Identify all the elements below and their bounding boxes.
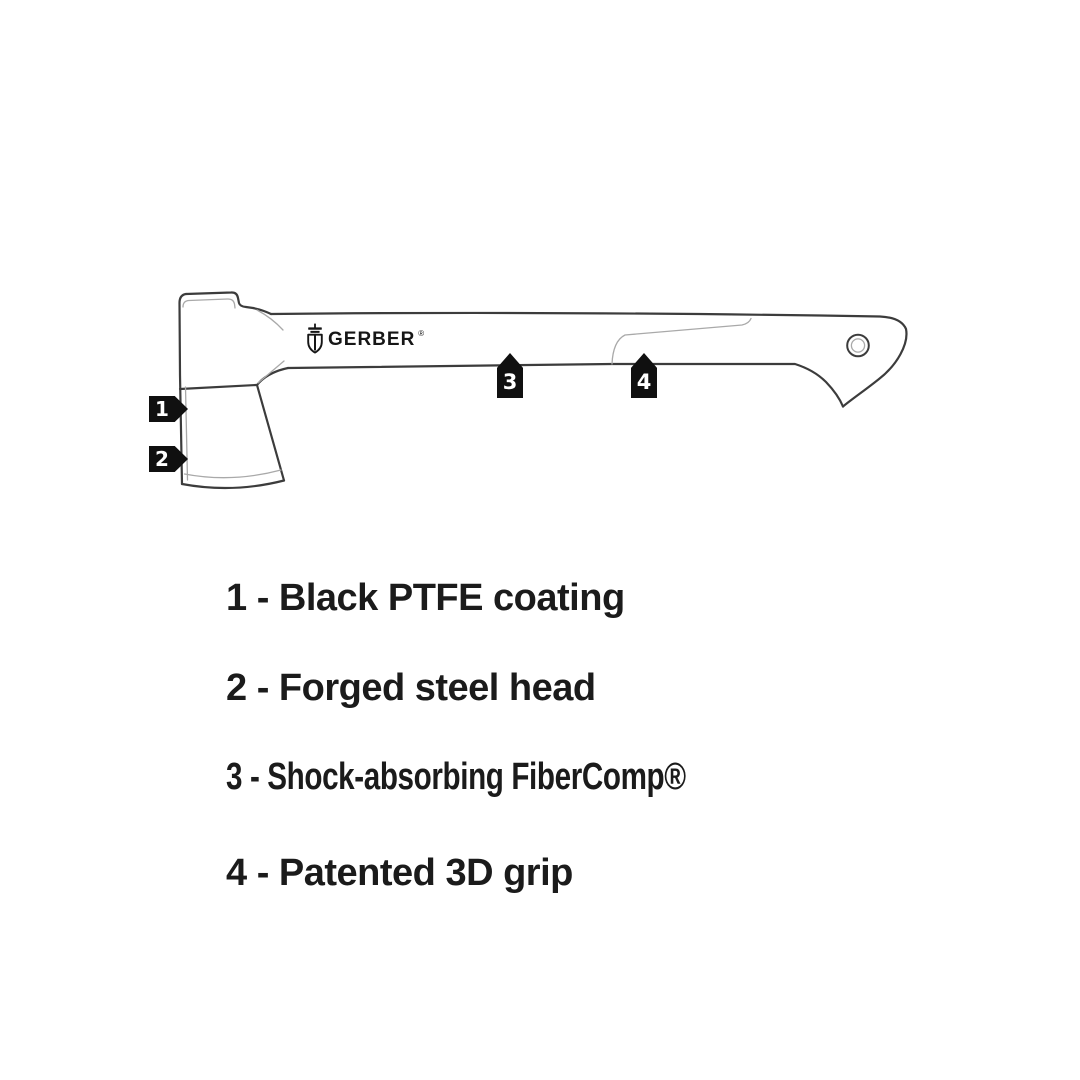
axe-poll-outline [184,291,273,316]
gerber-wordmark: GERBER [328,329,416,350]
lanyard-hole-inner [850,338,866,353]
axe-cutting-edge [180,479,286,490]
blade-inner-left-line [184,386,189,481]
callout-marker-3-number: 3 [502,369,518,394]
legend-item-1: 1 - Black PTFE coating [226,577,625,619]
callout-marker-1: 1 [149,396,188,422]
legend-item-2: 2 - Forged steel head [226,667,596,709]
legend-item-4: 4 - Patented 3D grip [226,852,573,894]
gerber-sword-shield-icon [307,323,323,354]
registered-trademark-symbol: ® [418,329,425,338]
socket-line [257,360,285,384]
axe-handle-top-edge [269,311,908,408]
callout-marker-1-number: 1 [155,397,169,421]
axe-handle-bottom-edge [286,362,845,408]
axe-head-left-edge [178,292,188,486]
grip-seam-line [611,317,752,365]
gerber-logo: GERBER ® [305,323,424,356]
lanyard-hole-outer [846,333,870,358]
poll-inner-line [182,298,236,309]
cheek-line [256,309,284,331]
bevel-line [183,469,282,479]
axe-blade-right-edge [255,383,286,482]
legend-item-3: 3 - Shock-absorbing FiberComp® [226,756,686,798]
callout-marker-4-number: 4 [636,369,652,394]
callout-marker-2-number: 2 [155,447,169,471]
axe-blade-top-line [178,383,258,391]
